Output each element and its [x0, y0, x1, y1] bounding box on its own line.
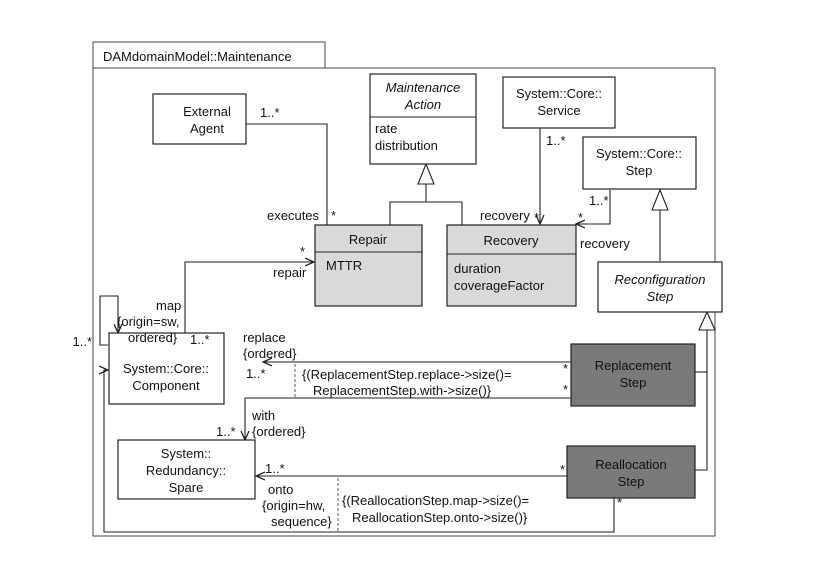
class-service[interactable]: System::Core:: Service [502, 76, 616, 129]
svg-text:External: External [183, 104, 231, 119]
svg-text:Redundancy::: Redundancy:: [146, 463, 226, 478]
class-reconfiguration-step[interactable]: Reconfiguration Step [597, 261, 723, 313]
constraint2-line2: ReallocationStep.onto->size()} [352, 510, 528, 525]
gen-maintenance-bus [389, 201, 463, 225]
svg-text:Reallocation: Reallocation [595, 457, 667, 472]
label-replace-2: {ordered} [243, 346, 297, 361]
label-step-mult: 1..* [589, 193, 609, 208]
label-reallocation-mult-top: * [560, 462, 565, 477]
relationship-lines [99, 123, 716, 533]
class-repair[interactable]: Repair MTTR [314, 224, 423, 307]
class-spare[interactable]: System:: Redundancy:: Spare [117, 439, 256, 500]
label-repair-role: repair [273, 265, 307, 280]
class-replacement-step[interactable]: Replacement Step [570, 343, 696, 407]
label-with-1: with [251, 408, 275, 423]
svg-text:rate: rate [375, 121, 397, 136]
label-service-mult: 1..* [546, 133, 566, 148]
label-recovery-left-mult: * [534, 210, 539, 225]
constraint1-line2: ReplacementStep.with->size()} [313, 383, 492, 398]
constraint2-line1: {(ReallocationStep.map->size()= [342, 493, 529, 508]
svg-text:Agent: Agent [190, 121, 224, 136]
gen-reconfig-bus [695, 330, 708, 471]
gen-step-triangle [651, 188, 669, 211]
svg-text:System::: System:: [161, 446, 212, 461]
label-onto-mult: 1..* [265, 461, 285, 476]
map-association [104, 370, 615, 533]
class-maintenance-action[interactable]: Maintenance Action rate distribution [369, 73, 477, 165]
package-title: DAMdomainModel::Maintenance [103, 49, 292, 64]
svg-text:Maintenance: Maintenance [386, 80, 460, 95]
label-self-mult: 1..* [72, 334, 92, 349]
component-self-association [99, 295, 118, 346]
svg-text:Reconfiguration: Reconfiguration [614, 272, 705, 287]
constraint1-line1: {(ReplacementStep.replace->size()= [302, 367, 512, 382]
svg-text:System::Core::: System::Core:: [516, 86, 602, 101]
svg-text:Step: Step [620, 375, 647, 390]
label-onto-1: onto [268, 482, 293, 497]
class-component[interactable]: System::Core:: Component [108, 332, 225, 405]
label-reallocation-mult-bottom: * [617, 495, 622, 510]
step-recovery-association [576, 190, 611, 224]
gen-reconfig-triangle [698, 310, 716, 331]
svg-text:Replacement: Replacement [595, 358, 672, 373]
svg-text:Recovery: Recovery [484, 233, 539, 248]
label-replacement-mult-bottom: * [563, 382, 568, 397]
label-map-3: ordered} [128, 330, 178, 345]
svg-text:Spare: Spare [169, 480, 204, 495]
svg-text:System::Core::: System::Core:: [123, 361, 209, 376]
label-executes: executes [267, 208, 320, 223]
svg-text:Service: Service [537, 103, 580, 118]
label-executes-mult: * [331, 208, 336, 223]
class-reallocation-step[interactable]: Reallocation Step [566, 445, 696, 499]
label-map-2: {origin=sw, [117, 314, 180, 329]
svg-text:distribution: distribution [375, 138, 438, 153]
label-with-mult: 1..* [216, 424, 236, 439]
label-recovery-left: recovery [480, 208, 530, 223]
label-map-1: map [156, 298, 181, 313]
svg-text:Step: Step [626, 163, 653, 178]
label-onto-2: {origin=hw, [262, 498, 325, 513]
gen-maintenance-triangle [417, 162, 435, 185]
label-agent-mult: 1..* [260, 105, 280, 120]
label-replace-mult: 1..* [246, 366, 266, 381]
svg-text:Step: Step [647, 289, 674, 304]
label-recovery-right: recovery [580, 236, 630, 251]
class-external-agent[interactable]: External Agent [152, 93, 247, 145]
svg-text:duration: duration [454, 261, 501, 276]
label-replace-1: replace [243, 330, 286, 345]
svg-text:Component: Component [132, 378, 200, 393]
label-with-2: {ordered} [252, 424, 306, 439]
svg-text:Step: Step [618, 474, 645, 489]
executes-association [246, 123, 328, 225]
label-repair-mult: * [300, 244, 305, 259]
svg-text:System::Core::: System::Core:: [596, 146, 682, 161]
svg-text:MTTR: MTTR [326, 258, 362, 273]
label-onto-3: sequence} [271, 514, 332, 529]
label-map-mult: 1..* [190, 332, 210, 347]
label-replacement-mult-top: * [563, 361, 568, 376]
svg-text:Action: Action [404, 97, 441, 112]
class-step[interactable]: System::Core:: Step [582, 136, 697, 190]
association-labels: 1..* executes * 1..* 1..* recovery * rec… [72, 105, 630, 529]
with-association [245, 397, 571, 440]
label-recovery-right-mult: * [578, 210, 583, 225]
svg-text:coverageFactor: coverageFactor [454, 278, 545, 293]
component-repair-association [184, 262, 314, 333]
class-recovery[interactable]: Recovery duration coverageFactor [446, 224, 577, 307]
svg-text:Repair: Repair [349, 232, 388, 247]
